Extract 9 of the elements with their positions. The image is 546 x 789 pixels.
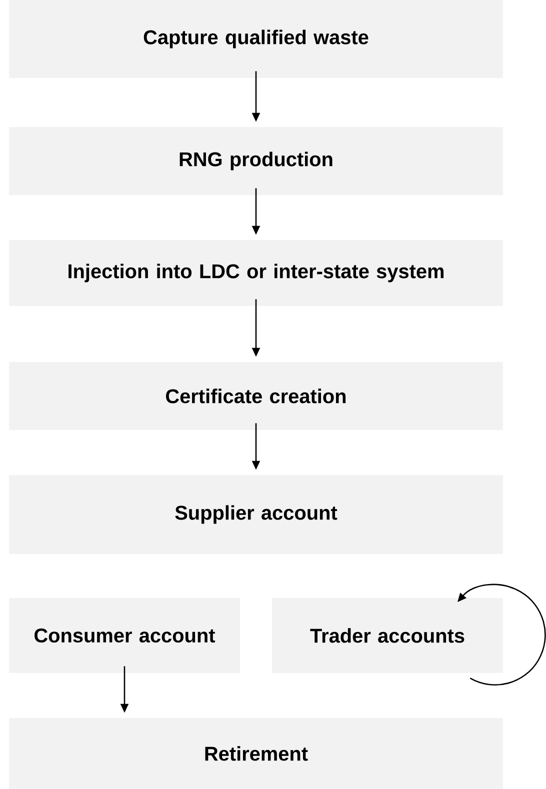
process-box: Injection into LDC or inter-state system (9, 240, 503, 306)
process-box: Certificate creation (9, 362, 503, 430)
process-box: Capture qualified waste (9, 0, 503, 78)
process-box: Retirement (9, 718, 503, 789)
process-box: Trader accounts (272, 598, 503, 673)
arrow (458, 584, 546, 686)
process-box: Consumer account (9, 598, 240, 673)
process-box: Supplier account (9, 475, 503, 554)
process-box: RNG production (9, 127, 503, 195)
